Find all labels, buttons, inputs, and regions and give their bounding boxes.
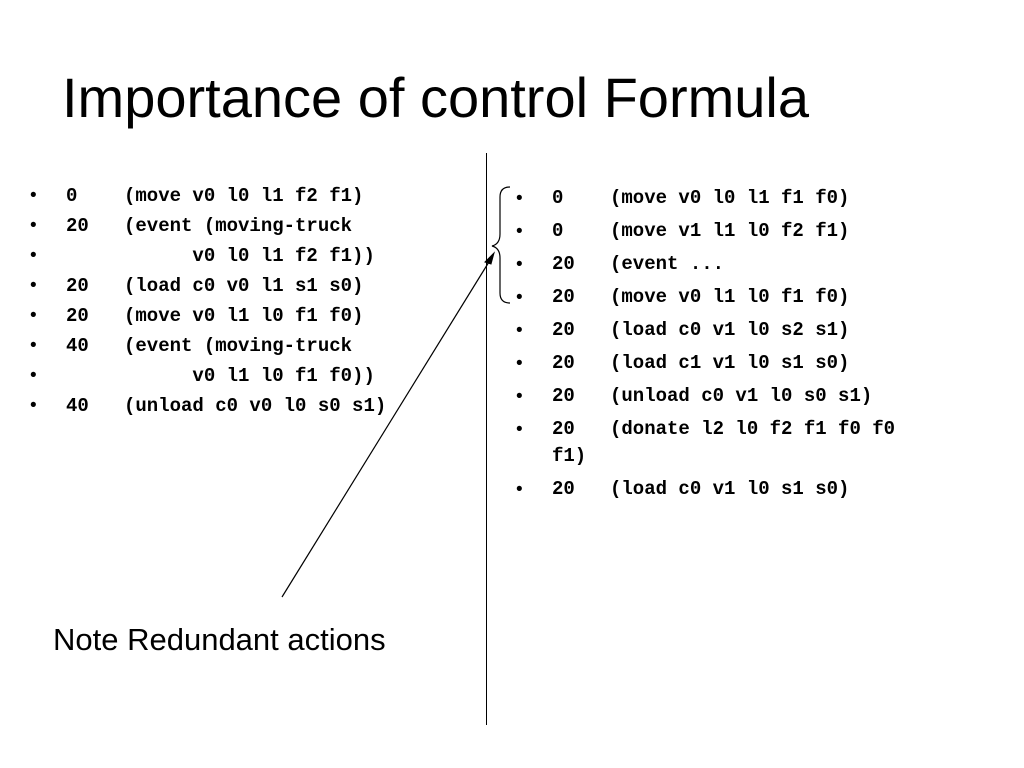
step-action: (move v0 l0 l1 f1 f0): [610, 187, 850, 209]
bullet-icon: •: [516, 188, 523, 209]
bullet-icon: •: [30, 335, 37, 356]
step-time: 0: [66, 185, 78, 207]
bullet-icon: •: [516, 254, 523, 275]
bullet-icon: •: [30, 365, 37, 386]
step-action: (unload c0 v1 l0 s0 s1): [610, 385, 873, 407]
left-plan-item: • 20 (event (moving-truck: [30, 211, 470, 241]
left-plan-item: • 20 (load c0 v0 l1 s1 s0): [30, 271, 470, 301]
step-action: (event ...: [610, 253, 725, 275]
right-plan-list: • 0 (move v0 l0 l1 f1 f0) • 0 (move v1 l1 l0 …: [516, 182, 986, 506]
bullet-icon: •: [30, 275, 37, 296]
left-plan-item: • 40 (unload c0 v0 l0 s0 s1): [30, 391, 470, 421]
step-time: 0: [552, 187, 564, 209]
step-time: 40: [66, 395, 89, 417]
step-action: (load c0 v0 l1 s1 s0): [124, 275, 364, 297]
right-plan-item: • 20 (load c0 v1 l0 s2 s1): [516, 314, 986, 347]
step-time: 20: [552, 352, 575, 374]
left-plan-item: • 40 (event (moving-truck: [30, 331, 470, 361]
step-time: 40: [66, 335, 89, 357]
right-plan-item: • 0 (move v1 l1 l0 f2 f1): [516, 215, 986, 248]
note-label: Note Redundant actions: [53, 622, 386, 657]
step-action: (donate l2 l0 f2 f1 f0 f0: [610, 418, 896, 440]
step-action: (event (moving-truck: [124, 215, 353, 237]
step-time: 20: [552, 385, 575, 407]
left-plan-item: • v0 l1 l0 f1 f0)): [30, 361, 470, 391]
bullet-icon: •: [30, 185, 37, 206]
right-plan-item: • 20 (event ...: [516, 248, 986, 281]
step-time: 20: [552, 253, 575, 275]
step-action: v0 l0 l1 f2 f1)): [124, 245, 375, 267]
step-time: 20: [552, 319, 575, 341]
bullet-icon: •: [30, 245, 37, 266]
step-action: (unload c0 v0 l0 s0 s1): [124, 395, 387, 417]
step-time: 20: [66, 305, 89, 327]
bullet-icon: •: [30, 215, 37, 236]
bullet-icon: •: [516, 287, 523, 308]
left-plan-item: • v0 l0 l1 f2 f1)): [30, 241, 470, 271]
step-action: (load c0 v1 l0 s1 s0): [610, 478, 850, 500]
step-action: (move v0 l0 l1 f2 f1): [124, 185, 364, 207]
bullet-icon: •: [516, 353, 523, 374]
bullet-icon: •: [516, 479, 523, 500]
step-action: (move v1 l1 l0 f2 f1): [610, 220, 850, 242]
bullet-icon: •: [30, 395, 37, 416]
step-action: (event (moving-truck: [124, 335, 353, 357]
bullet-icon: •: [516, 419, 523, 440]
step-time: 20: [552, 418, 575, 440]
step-action-continuation: f1): [552, 445, 587, 467]
step-time: 20: [552, 478, 575, 500]
bullet-icon: •: [516, 320, 523, 341]
step-action: v0 l1 l0 f1 f0)): [124, 365, 375, 387]
step-action: (load c1 v1 l0 s1 s0): [610, 352, 850, 374]
right-plan-item: • 20 (move v0 l1 l0 f1 f0): [516, 281, 986, 314]
step-time: 20: [66, 215, 89, 237]
right-plan-item: • 0 (move v0 l0 l1 f1 f0): [516, 182, 986, 215]
left-plan-item: • 0 (move v0 l0 l1 f2 f1): [30, 181, 470, 211]
right-plan-item: • 20 (unload c0 v1 l0 s0 s1): [516, 380, 986, 413]
left-plan-item: • 20 (move v0 l1 l0 f1 f0): [30, 301, 470, 331]
bullet-icon: •: [516, 386, 523, 407]
right-plan-item: • 20 (load c1 v1 l0 s1 s0): [516, 347, 986, 380]
step-time: 20: [66, 275, 89, 297]
step-action: (load c0 v1 l0 s2 s1): [610, 319, 850, 341]
bullet-icon: •: [516, 221, 523, 242]
right-plan-item: • 20 (donate l2 l0 f2 f1 f0 f0 f1): [516, 413, 986, 473]
step-action: (move v0 l1 l0 f1 f0): [610, 286, 850, 308]
left-plan-list: • 0 (move v0 l0 l1 f2 f1) • 20 (event (moving…: [30, 181, 470, 421]
slide-title: Importance of control Formula: [62, 66, 809, 129]
step-time: 0: [552, 220, 564, 242]
redundant-actions-brace: [491, 186, 511, 304]
step-action: (move v0 l1 l0 f1 f0): [124, 305, 364, 327]
right-plan-item: • 20 (load c0 v1 l0 s1 s0): [516, 473, 986, 506]
column-divider: [486, 153, 487, 725]
bullet-icon: •: [30, 305, 37, 326]
step-time: 20: [552, 286, 575, 308]
